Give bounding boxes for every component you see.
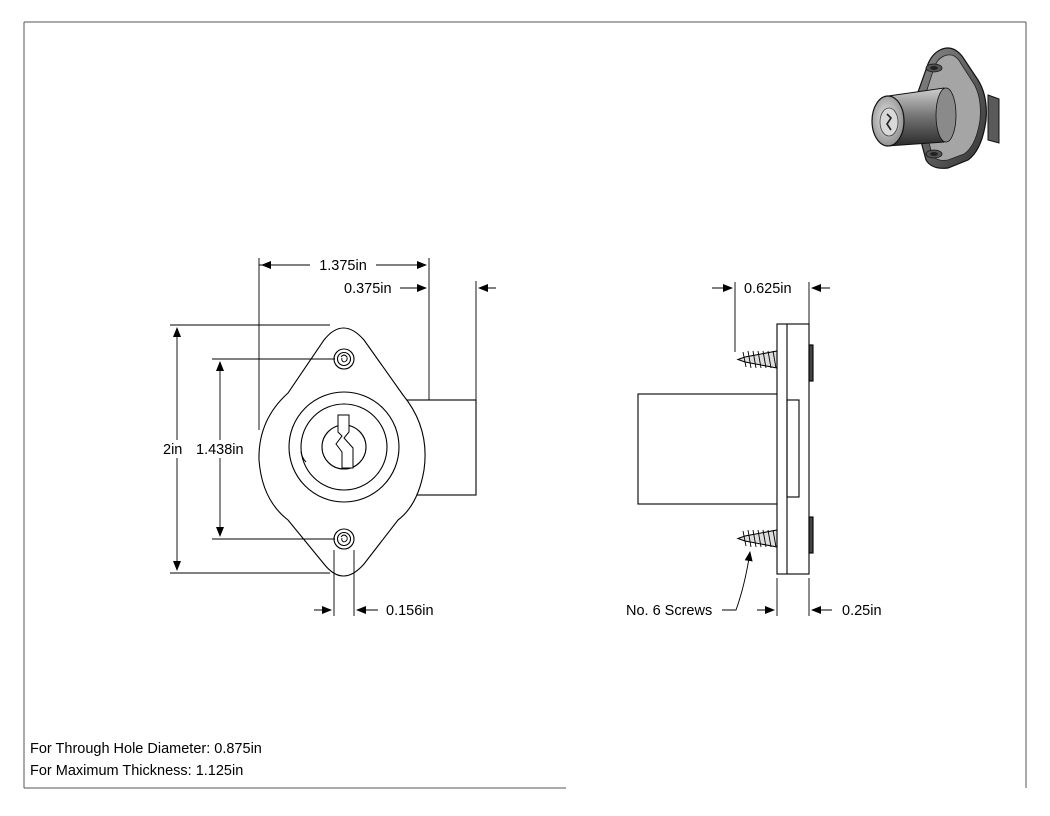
dim-cylinder-length: 0.625in <box>744 281 792 297</box>
screw-head-bottom <box>333 528 355 550</box>
front-dimensions <box>170 258 496 616</box>
dim-overall-width: 1.375in <box>319 258 367 274</box>
front-view <box>258 327 477 577</box>
screw-side-bottom <box>736 529 778 548</box>
dim-screw-spacing: 1.438in <box>196 442 244 458</box>
note-through-hole: For Through Hole Diameter: 0.875in <box>30 741 262 757</box>
keyway-icon <box>335 414 354 469</box>
isometric-lock-thumbnail <box>871 47 1000 169</box>
thumbnail-screw-top <box>925 63 943 73</box>
callout-screws: No. 6 Screws <box>626 603 712 619</box>
cylinder-side-outline <box>637 393 779 505</box>
dim-screw-hole: 0.156in <box>386 603 434 619</box>
drawing-frame <box>23 21 1027 789</box>
dim-flange-thickness: 0.25in <box>842 603 882 619</box>
side-dimensions <box>712 282 832 616</box>
thumbnail-screw-bottom <box>925 149 943 159</box>
side-view <box>637 323 814 575</box>
dim-overall-height: 2in <box>163 442 182 458</box>
note-max-thickness: For Maximum Thickness: 1.125in <box>30 763 243 779</box>
cylinder-face <box>300 403 388 491</box>
bolt-side <box>786 399 800 498</box>
dim-cylinder-offset: 0.375in <box>344 281 392 297</box>
screw-side-top <box>736 350 778 369</box>
flange-side-outline <box>776 323 810 575</box>
